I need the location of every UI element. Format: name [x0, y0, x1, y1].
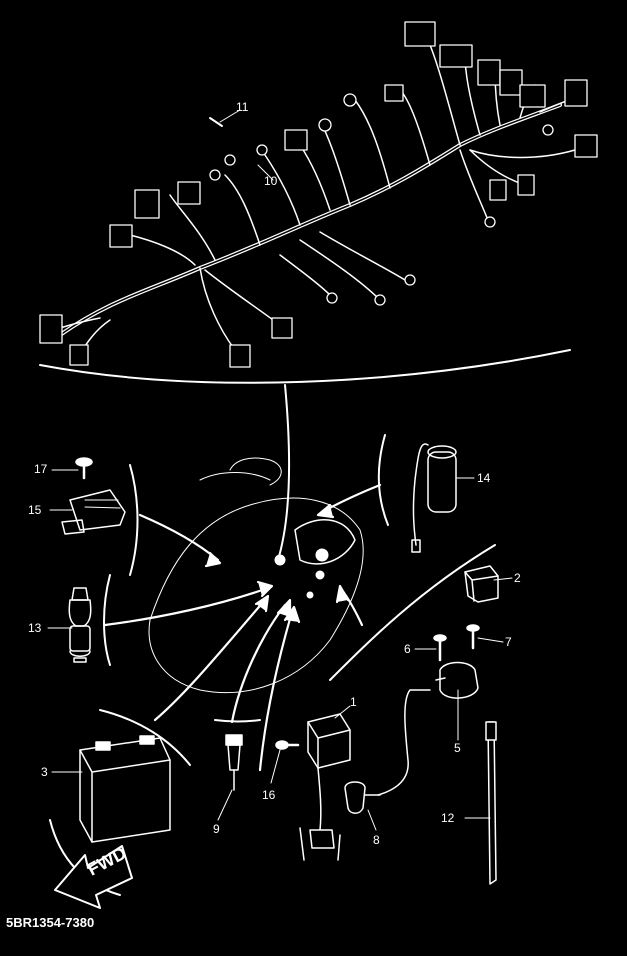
cdi-unit-1	[299, 713, 351, 861]
callout-13: 13	[28, 621, 42, 635]
fuse-holder-13	[68, 587, 92, 663]
fwd-arrow-icon	[54, 845, 133, 909]
callout-12: 12	[441, 811, 455, 825]
leader-lines	[47, 109, 513, 831]
callout-16: 16	[262, 788, 276, 802]
callout-17: 17	[34, 462, 48, 476]
callout-5: 5	[454, 741, 461, 755]
callout-15: 15	[28, 503, 42, 517]
harness-connectors	[39, 21, 598, 368]
callout-7: 7	[505, 635, 512, 649]
callout-2: 2	[514, 571, 521, 585]
battery-3	[79, 735, 171, 843]
sensor-9	[225, 734, 243, 791]
callout-6: 6	[404, 642, 411, 656]
ignition-coil-5	[377, 661, 479, 796]
section-dividers	[39, 349, 571, 896]
callout-11: 11	[236, 100, 249, 114]
callout-3: 3	[41, 765, 48, 779]
bolt-16	[275, 740, 300, 750]
spark-plug-cap-8	[344, 781, 381, 814]
screw-6	[433, 634, 447, 662]
callout-10: 10	[264, 174, 278, 188]
band-12	[485, 721, 497, 885]
screw-17	[75, 457, 93, 480]
callout-14: 14	[477, 471, 491, 485]
throttle-grip-14	[411, 443, 457, 553]
location-arrows	[103, 483, 382, 772]
fuse-box-15	[61, 489, 126, 535]
part-code: 5BR1354-7380	[6, 915, 95, 930]
motorcycle-silhouette	[148, 457, 364, 694]
relay-2	[464, 565, 499, 603]
screw-7	[466, 624, 480, 650]
callout-1: 1	[350, 695, 357, 709]
callout-8: 8	[373, 833, 380, 847]
callout-9: 9	[213, 822, 220, 836]
